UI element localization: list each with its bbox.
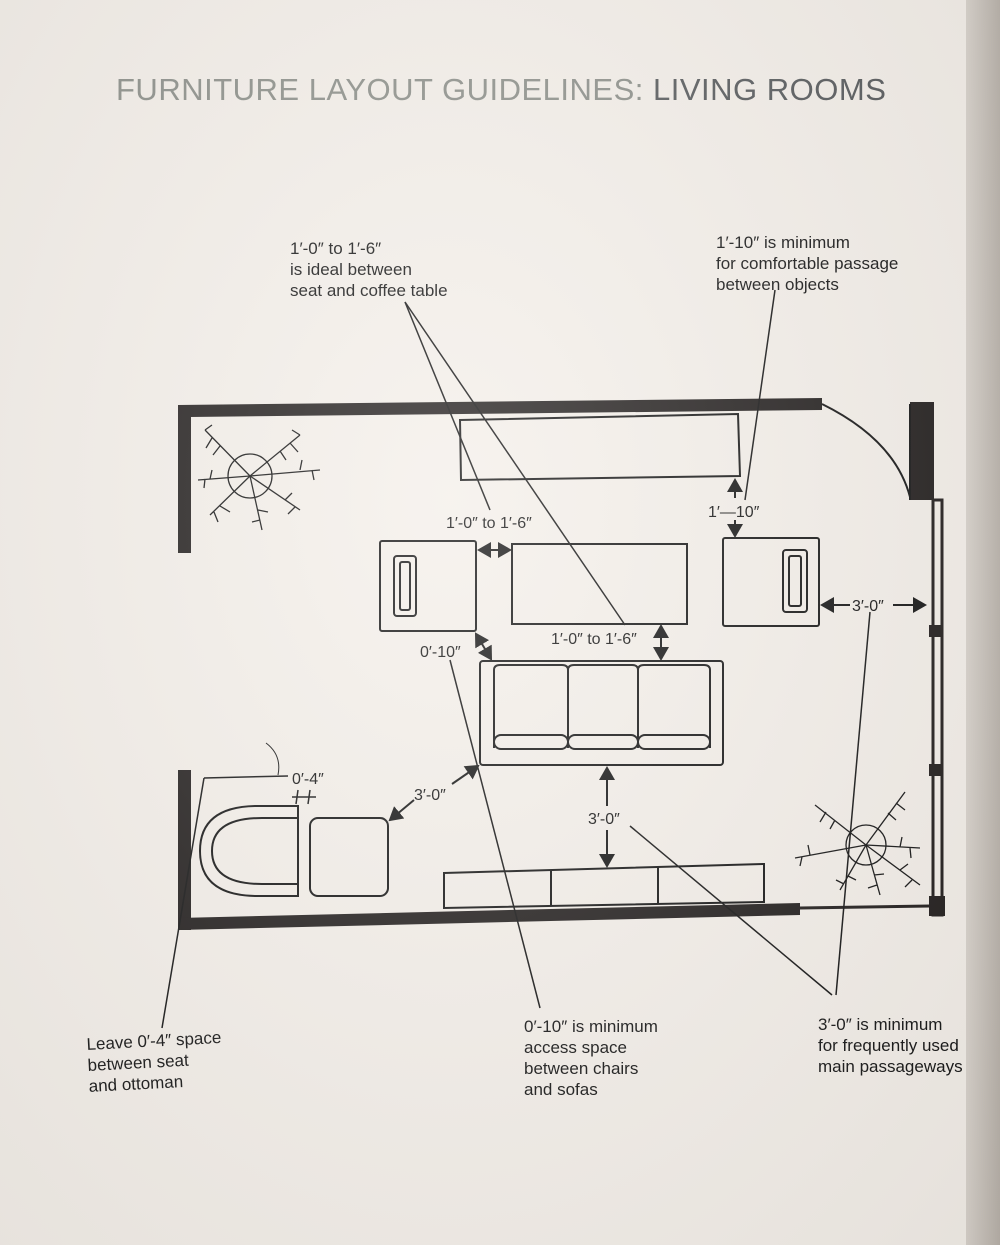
armchair-left (379, 540, 477, 632)
label-chair-table: 1′-0″ to 1′-6″ (446, 515, 532, 532)
door-swing (821, 403, 911, 498)
plant-top-left (197, 424, 321, 531)
window (931, 498, 944, 917)
bottom-wall (178, 903, 800, 930)
leader-passage (744, 289, 776, 501)
window-mullion-1 (929, 625, 943, 637)
callout-passage: 1′-10″ is minimum for comfortable passag… (716, 233, 899, 294)
arrow-ottoman (388, 799, 415, 822)
title-accent: LIVING ROOMS (653, 72, 887, 107)
title-main: FURNITURE LAYOUT GUIDELINES: (116, 72, 653, 107)
arrow-chair-sofa (474, 632, 493, 661)
leader-seat-table-b (404, 301, 626, 626)
leader-ottoman (161, 777, 205, 1029)
top-wall (178, 398, 822, 417)
arrow-sofa-corner (451, 764, 480, 785)
dimension-labels: 1′-0″ to 1′-6″ 1′-0″ to 1′-6″ 1′—10″ 3′-… (292, 504, 884, 828)
label-console-chair: 1′—10″ (708, 504, 760, 521)
page-edge (966, 0, 1000, 1245)
leader-lines (161, 289, 871, 1029)
ottoman (309, 817, 389, 897)
walls (178, 398, 945, 930)
callout-seat-table: 1′-0″ to 1′-6″ is ideal between seat and… (290, 239, 448, 300)
page-title: FURNITURE LAYOUT GUIDELINES: LIVING ROOM… (116, 72, 886, 108)
right-wall-upper (910, 402, 934, 500)
coffee-table (511, 543, 688, 625)
lounge-chair (198, 742, 299, 897)
label-chair-window: 3′-0″ (852, 598, 884, 615)
leader-main-a (629, 825, 833, 996)
console-table (458, 412, 742, 482)
media-console (443, 862, 765, 910)
label-ottoman-gap: 0′-4″ (292, 771, 324, 788)
left-wall-lower (178, 770, 191, 930)
leader-seat-table-a (404, 301, 491, 511)
armchair-right (722, 537, 820, 627)
label-chair-sofa: 0′-10″ (420, 644, 461, 661)
left-wall-upper (178, 405, 191, 553)
label-ottoman-sofa: 3′-0″ (414, 787, 446, 804)
label-sofa-tv: 3′-0″ (588, 811, 620, 828)
plant-bottom-right (794, 791, 921, 896)
door (821, 403, 911, 500)
window-corner (929, 896, 945, 916)
label-table-sofa: 1′-0″ to 1′-6″ (551, 631, 637, 648)
leader-access (449, 659, 541, 1009)
dimension-arrows (292, 478, 927, 868)
leader-main-b (835, 611, 871, 996)
callout-access: 0′-10″ is minimum access space between c… (524, 1017, 658, 1099)
callout-main-passage: 3′-0″ is minimum for frequently used mai… (818, 1015, 963, 1076)
furniture (198, 412, 820, 910)
window-mullion-2 (929, 764, 943, 776)
sofa (479, 660, 724, 766)
